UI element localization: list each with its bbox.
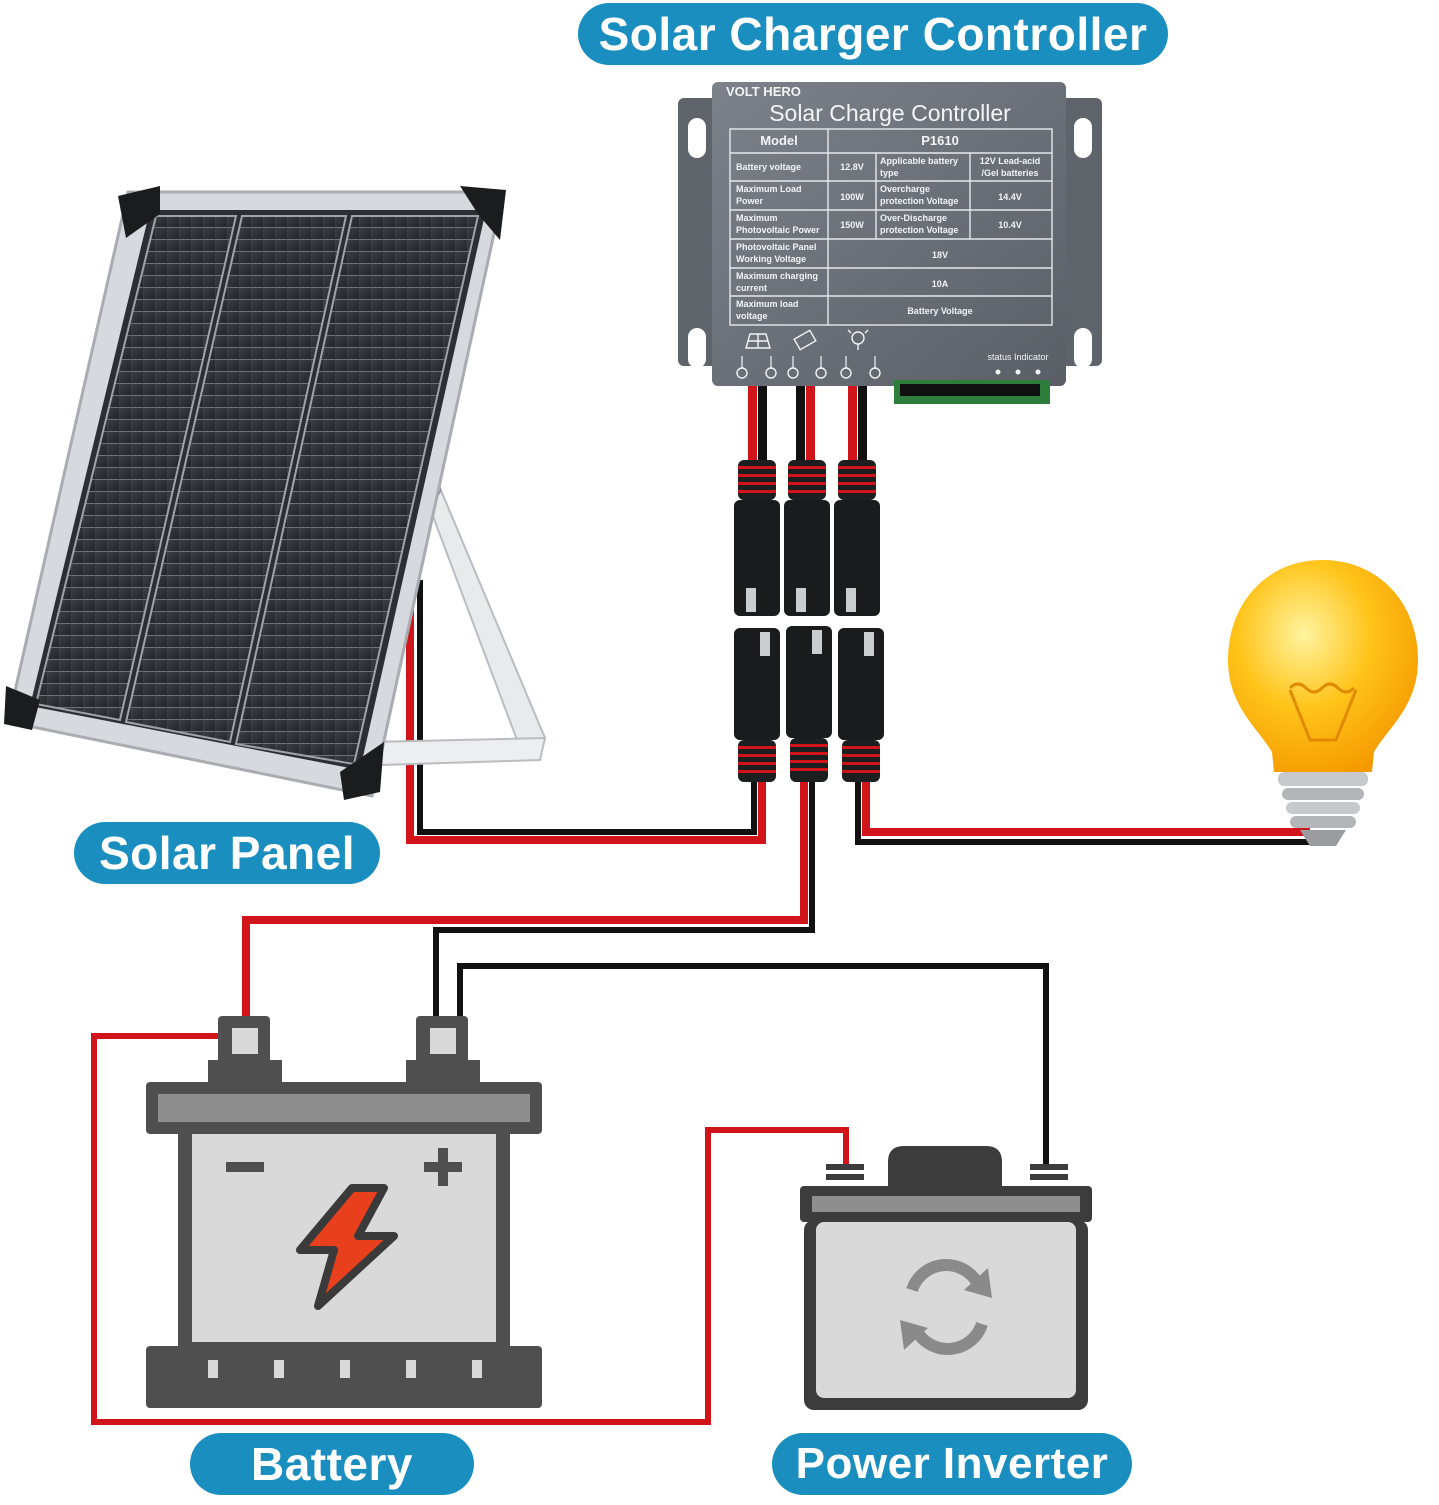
spec-value: 18V	[932, 250, 948, 260]
wire-solar-black	[417, 580, 757, 835]
spec-model-value: P1610	[921, 133, 959, 148]
sae-connectors-top	[734, 460, 880, 616]
wire-load-red	[862, 780, 1310, 836]
spec-label: current	[736, 283, 767, 293]
controller-title-label: Solar Charger Controller	[578, 3, 1168, 65]
spec-value: /Gel batteries	[981, 168, 1038, 178]
spec-label: Overcharge	[880, 184, 930, 194]
spec-label: protection Voltage	[880, 196, 958, 206]
status-led	[1035, 369, 1041, 375]
spec-label: Over-Discharge	[880, 213, 947, 223]
wire-battery-black	[433, 780, 815, 1020]
spec-label: Maximum load	[736, 299, 799, 309]
spec-label: Applicable battery	[880, 156, 958, 166]
spec-value: 100W	[840, 192, 864, 202]
controller-solar-icon	[745, 333, 771, 349]
bulb-icon	[1228, 560, 1418, 846]
wire-inverter-black	[457, 963, 1049, 1170]
wire-solar-red	[406, 600, 766, 844]
spec-value: Battery Voltage	[907, 306, 972, 316]
spec-model-label: Model	[760, 133, 798, 148]
controller-brand: VOLT HERO	[726, 84, 801, 99]
spec-label: protection Voltage	[880, 225, 958, 235]
lightning-bolt-icon	[296, 1184, 398, 1310]
spec-label: Photovoltaic Panel	[736, 242, 817, 252]
wires	[91, 580, 1320, 1425]
battery-label: Battery	[190, 1433, 474, 1495]
controller-bulb-icon	[847, 329, 869, 350]
status-led	[1015, 369, 1021, 375]
spec-label: Power	[736, 196, 764, 206]
spec-label: Photovoltaic Power	[736, 225, 820, 235]
status-led	[995, 369, 1001, 375]
spec-label: type	[880, 168, 899, 178]
status-indicator-label: status Indicator	[987, 352, 1048, 362]
controller-battery-icon	[793, 329, 817, 351]
spec-value: 10.4V	[998, 220, 1022, 230]
spec-label: voltage	[736, 311, 768, 321]
spec-value: 10A	[932, 279, 949, 289]
sae-connectors-bottom	[734, 626, 884, 782]
charge-controller: VOLT HERO Solar Charge Controller Model …	[678, 82, 1102, 404]
spec-value: 150W	[840, 220, 864, 230]
refresh-icon	[906, 1259, 988, 1355]
controller-name: Solar Charge Controller	[769, 100, 1011, 126]
spec-value: 12V Lead-acid	[980, 156, 1041, 166]
wire-battery-red	[242, 780, 808, 1020]
power-inverter-label: Power Inverter	[772, 1433, 1132, 1495]
spec-label: Maximum	[736, 213, 778, 223]
battery-icon	[146, 1016, 542, 1408]
spec-label: Working Voltage	[736, 254, 806, 264]
solar-panel-label: Solar Panel	[74, 822, 380, 884]
wire-load-black	[855, 780, 1320, 845]
spec-label: Maximum charging	[736, 271, 818, 281]
spec-value: 14.4V	[998, 192, 1022, 202]
controller-cables	[748, 386, 867, 462]
spec-label: Maximum Load	[736, 184, 802, 194]
spec-label: Battery voltage	[736, 162, 801, 172]
solar-panel-icon	[4, 186, 547, 800]
power-inverter-icon	[800, 1146, 1092, 1410]
wire-inverter-red	[91, 1033, 849, 1425]
spec-value: 12.8V	[840, 162, 864, 172]
